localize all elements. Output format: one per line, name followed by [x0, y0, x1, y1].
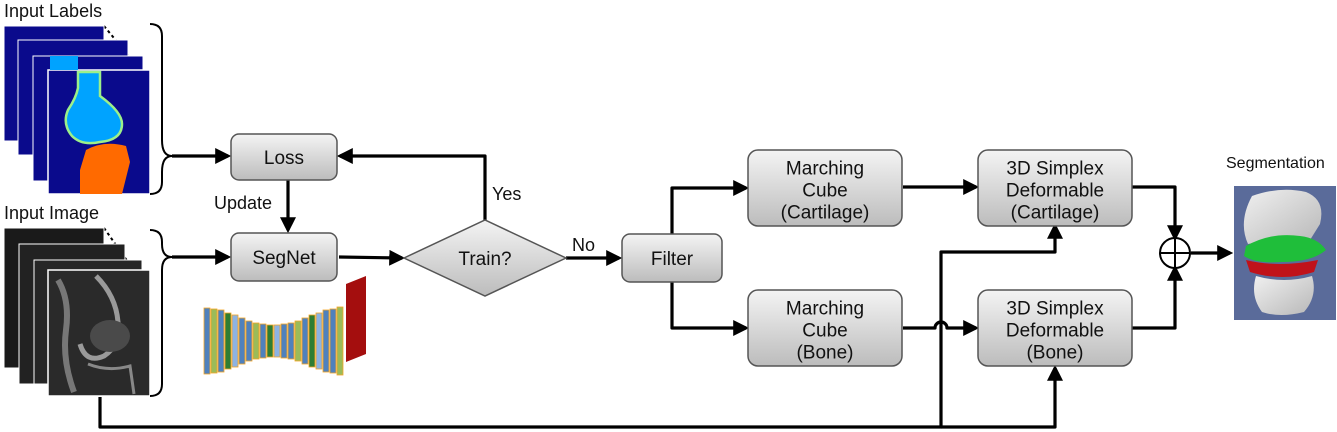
sd-cartilage-line-2: Deformable: [1006, 181, 1104, 202]
yes-label: Yes: [492, 184, 521, 204]
mc-bone-line-1: Marching: [786, 299, 864, 320]
mc-bone-line-2: Cube: [802, 321, 847, 342]
input-labels-title: Input Labels: [4, 1, 102, 21]
segnet-output-layer: [346, 276, 366, 362]
mc-cartilage-node: Marching Cube (Cartilage): [747, 149, 903, 227]
sd-cartilage-line-3: (Cartilage): [1011, 203, 1100, 224]
segnet-layer: [231, 314, 239, 368]
mc-cartilage-line-3: (Cartilage): [781, 203, 870, 224]
sd-bone-line-2: Deformable: [1006, 321, 1104, 342]
edge-filter-to-mc-bone: [670, 282, 750, 336]
loss-label: Loss: [264, 148, 304, 169]
edge-train-to-loss: [336, 148, 487, 220]
segnet-layer: [245, 320, 253, 362]
labels-brace: [149, 23, 173, 195]
segnet-layer: [203, 307, 211, 375]
mc-bone-node: Marching Cube (Bone): [747, 289, 903, 367]
edge-segnet-to-train: [338, 249, 406, 266]
segnet-layer: [301, 317, 309, 365]
segnet-layer: [322, 309, 330, 373]
filter-label: Filter: [651, 249, 694, 270]
sum-operator-icon: [1159, 237, 1191, 269]
edge-image-to-sd-cartilage: [98, 222, 1063, 429]
segnet-layer: [273, 324, 281, 358]
segnet-layer: [315, 312, 323, 370]
label-stack-icon: [3, 25, 151, 195]
segnet-layer: [329, 308, 337, 374]
segnet-layer: [294, 320, 302, 362]
segnet-layer: [336, 306, 344, 376]
segnet-architecture-icon: [203, 276, 366, 376]
mc-cartilage-line-2: Cube: [802, 181, 847, 202]
mc-cartilage-line-1: Marching: [786, 159, 864, 180]
no-label: No: [572, 235, 595, 255]
filter-node: Filter: [621, 233, 723, 283]
train-decision-node: Train?: [402, 219, 568, 297]
sd-bone-node: 3D Simplex Deformable (Bone): [977, 289, 1133, 367]
loss-node: Loss: [230, 133, 338, 181]
sd-bone-line-3: (Bone): [1026, 343, 1083, 364]
edges: [98, 148, 1234, 429]
mc-bone-line-3: (Bone): [796, 343, 853, 364]
train-label: Train?: [458, 249, 511, 270]
segmentation-render-icon: [1234, 186, 1336, 320]
sd-bone-line-1: 3D Simplex: [1006, 299, 1104, 320]
edge-filter-to-mc-cartilage: [670, 180, 750, 234]
segnet-layer: [287, 322, 295, 360]
sd-cartilage-node: 3D Simplex Deformable (Cartilage): [977, 149, 1133, 227]
input-image-title: Input Image: [4, 203, 99, 223]
segnet-layer: [252, 322, 260, 360]
segnet-layer: [259, 323, 267, 359]
segnet-label: SegNet: [252, 248, 316, 269]
mri-stack-icon: [3, 227, 151, 397]
segnet-layer: [266, 324, 274, 358]
edge-image-to-sd-bone: [941, 364, 1063, 429]
segnet-layer: [308, 314, 316, 368]
image-brace: [149, 229, 173, 397]
segmentation-title: Segmentation: [1226, 155, 1325, 172]
segnet-layer: [224, 312, 232, 370]
segnet-node: SegNet: [230, 232, 338, 282]
sd-cartilage-line-1: 3D Simplex: [1006, 159, 1104, 180]
segnet-layer: [217, 309, 225, 373]
edge-sd-bone-to-sum: [1132, 264, 1183, 330]
segnet-layer: [280, 323, 288, 359]
update-label: Update: [214, 193, 272, 213]
segnet-layer: [238, 317, 246, 365]
segnet-layer: [210, 308, 218, 374]
edge-sd-cartilage-to-sum: [1132, 185, 1183, 242]
